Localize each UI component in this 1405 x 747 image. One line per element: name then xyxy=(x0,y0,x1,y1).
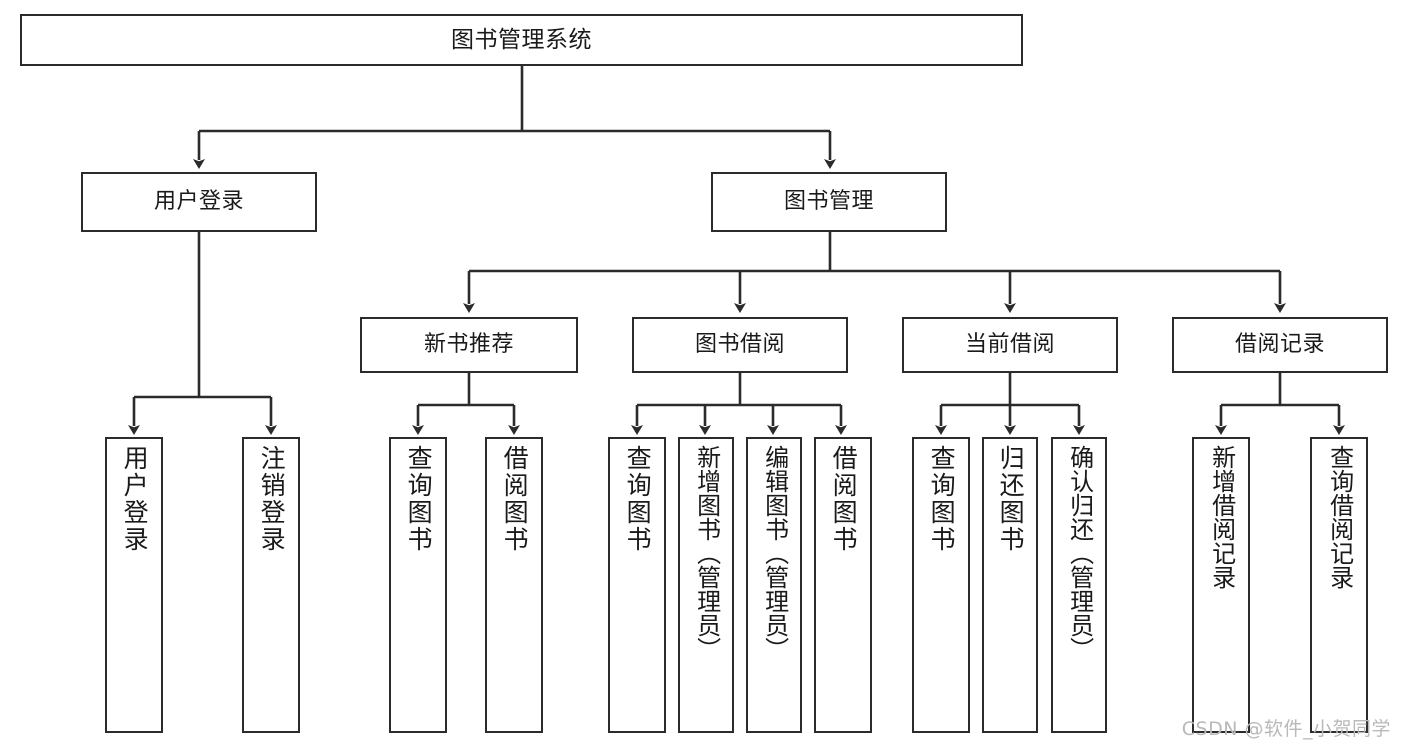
leaf-confirm-return[interactable]: 确认归还（管理员） xyxy=(1051,437,1107,733)
leaf-add-book[interactable]: 新增图书（管理员） xyxy=(678,437,734,733)
leaf-query-record[interactable]: 查询借阅记录 xyxy=(1310,437,1368,733)
leaf-query-book-3-label: 查询图书 xyxy=(927,445,957,553)
leaf-borrow-book-1-label: 借阅图书 xyxy=(500,445,530,553)
leaf-query-record-label: 查询借阅记录 xyxy=(1325,445,1354,589)
leaf-add-book-label: 新增图书（管理员） xyxy=(692,445,721,661)
leaf-query-book-3[interactable]: 查询图书 xyxy=(912,437,970,733)
leaf-user-login-label: 用户登录 xyxy=(120,445,150,553)
node-borrow-record-label: 借阅记录 xyxy=(1234,332,1325,357)
node-user-login-label: 用户登录 xyxy=(153,189,244,214)
leaf-edit-book-label: 编辑图书（管理员） xyxy=(760,445,789,661)
leaf-query-book-1[interactable]: 查询图书 xyxy=(389,437,447,733)
leaf-logout-login[interactable]: 注销登录 xyxy=(242,437,300,733)
leaf-query-book-2[interactable]: 查询图书 xyxy=(608,437,666,733)
node-current-borrow[interactable]: 当前借阅 xyxy=(902,317,1118,373)
watermark: CSDN @软件_小贺同学 xyxy=(1181,718,1391,740)
leaf-edit-book[interactable]: 编辑图书（管理员） xyxy=(746,437,802,733)
leaf-borrow-book-1[interactable]: 借阅图书 xyxy=(485,437,543,733)
node-user-login[interactable]: 用户登录 xyxy=(81,172,317,232)
node-book-manage-label: 图书管理 xyxy=(783,189,874,214)
leaf-borrow-book-2[interactable]: 借阅图书 xyxy=(814,437,872,733)
leaf-user-login[interactable]: 用户登录 xyxy=(105,437,163,733)
leaf-logout-login-label: 注销登录 xyxy=(257,445,287,553)
node-new-book-recommend[interactable]: 新书推荐 xyxy=(360,317,578,373)
node-current-borrow-label: 当前借阅 xyxy=(964,332,1055,357)
leaf-confirm-return-label: 确认归还（管理员） xyxy=(1065,445,1094,661)
node-book-borrow-label: 图书借阅 xyxy=(694,332,785,357)
leaf-return-book-label: 归还图书 xyxy=(996,445,1026,553)
node-root-label: 图书管理系统 xyxy=(451,26,592,53)
node-book-manage[interactable]: 图书管理 xyxy=(711,172,947,232)
leaf-borrow-book-2-label: 借阅图书 xyxy=(829,445,859,553)
node-book-borrow[interactable]: 图书借阅 xyxy=(632,317,848,373)
node-root[interactable]: 图书管理系统 xyxy=(20,14,1023,66)
leaf-add-record-label: 新增借阅记录 xyxy=(1207,445,1236,589)
leaf-add-record[interactable]: 新增借阅记录 xyxy=(1192,437,1250,733)
leaf-query-book-2-label: 查询图书 xyxy=(623,445,653,553)
node-borrow-record[interactable]: 借阅记录 xyxy=(1172,317,1388,373)
node-new-book-recommend-label: 新书推荐 xyxy=(423,332,514,357)
leaf-return-book[interactable]: 归还图书 xyxy=(982,437,1038,733)
leaf-query-book-1-label: 查询图书 xyxy=(404,445,434,553)
